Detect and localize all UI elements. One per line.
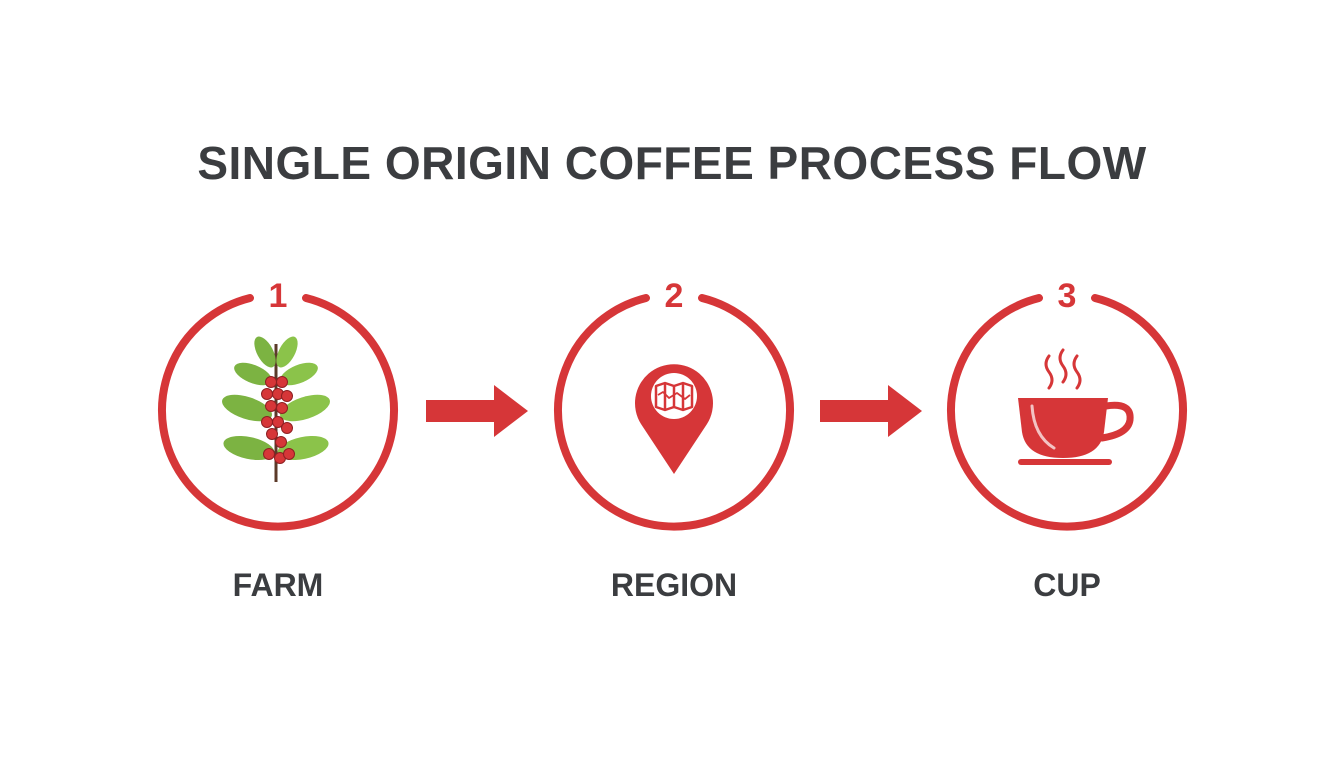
step-number: 1: [268, 277, 288, 315]
step-label-region: REGION: [610, 567, 738, 603]
step-ring: [947, 294, 1187, 531]
steam-icon: [1044, 348, 1082, 390]
folded-map-icon: [654, 381, 694, 412]
step-region: 2: [549, 278, 799, 532]
step-cup: 3: [942, 278, 1192, 532]
arrow-right-icon: [820, 385, 922, 437]
map-pin-icon: [635, 364, 713, 474]
coffee-plant-icon: [222, 336, 330, 482]
arrow-right-icon: [426, 385, 528, 437]
step-ring: [554, 294, 794, 531]
step-label-farm: FARM: [232, 567, 324, 603]
step-number: 3: [1057, 277, 1077, 315]
step-ring: [158, 294, 398, 531]
coffee-cup-icon: [1018, 348, 1134, 465]
page-title: SINGLE ORIGIN COFFEE PROCESS FLOW: [197, 137, 1147, 189]
step-number: 2: [664, 277, 684, 315]
step-label-cup: CUP: [1033, 567, 1101, 603]
step-farm: 1: [153, 278, 403, 532]
